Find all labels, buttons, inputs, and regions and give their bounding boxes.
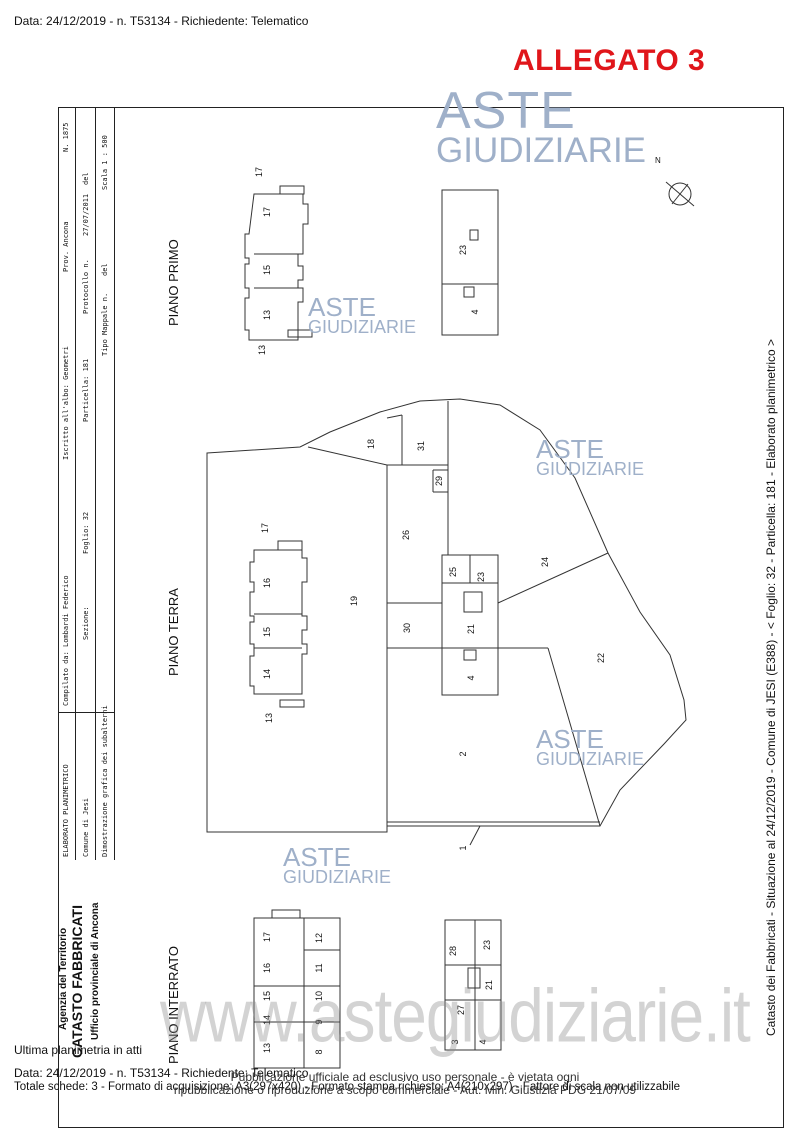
subalterno-label: 13 [257, 345, 267, 355]
subalterno-label: 13 [262, 310, 272, 320]
subalterno-label: 21 [466, 624, 476, 634]
subalterno-label: 13 [262, 1043, 272, 1053]
subalterno-label: 10 [314, 991, 324, 1001]
watermark-word2: GIUDIZIARIE [308, 317, 417, 338]
watermark-logo-top: ASTE GIUDIZIARIE [436, 82, 647, 170]
subalterno-label: 15 [262, 265, 272, 275]
subalterno-label: 4 [470, 309, 480, 314]
interrato-building-b [444, 919, 502, 1051]
subalterno-label: 3 [450, 1039, 460, 1044]
subalterno-label: 18 [366, 439, 376, 449]
primo-building-a [244, 185, 313, 341]
subalterno-label: 14 [262, 1015, 272, 1025]
header-request-line: Data: 24/12/2019 - n. T53134 - Richieden… [14, 14, 309, 28]
subalterno-label: 23 [458, 245, 468, 255]
watermark-word2: GIUDIZIARIE [283, 867, 392, 888]
watermark-word1: ASTE [536, 434, 604, 464]
watermark-word2: GIUDIZIARIE [536, 749, 645, 770]
interrato-building-a [253, 909, 341, 1069]
subalterno-label: 21 [484, 980, 494, 990]
footer-totale: Totale schede: 3 - Formato di acquisizio… [14, 1081, 681, 1093]
subalterno-label: 23 [482, 940, 492, 950]
primo-building-b [441, 189, 499, 336]
subalterno-label: 16 [262, 963, 272, 973]
subalterno-label: 17 [254, 167, 264, 177]
subalterno-label: 12 [314, 933, 324, 943]
subalterno-label: 22 [596, 653, 606, 663]
disclaimer-line2: ripubblicazione o riproduzione a scopo c… [173, 1083, 637, 1097]
subalterno-label: 27 [456, 1005, 466, 1015]
allegato-title: ALLEGATO 3 [513, 44, 706, 77]
subalterno-label: 14 [262, 669, 272, 679]
watermark-logo-4: ASTE GIUDIZIARIE [536, 724, 645, 770]
site-watermark: www.astegiudiziarie.it [160, 973, 751, 1059]
watermark-logo-2: ASTE GIUDIZIARIE [308, 292, 417, 338]
watermark-word2: GIUDIZIARIE [536, 459, 645, 480]
watermark-word1: ASTE [283, 842, 351, 872]
drawing-frame [58, 107, 784, 1128]
subalterno-label: 30 [402, 623, 412, 633]
watermark-logo-5: ASTE GIUDIZIARIE [283, 842, 392, 888]
subalterno-label: 15 [262, 627, 272, 637]
subalterno-label: 16 [262, 578, 272, 588]
subalterno-label: 25 [448, 567, 458, 577]
subalterno-label: 31 [416, 441, 426, 451]
subalterno-label: 8 [314, 1049, 324, 1054]
watermark-disclaimer: Pubblicazione ufficiale ad esclusivo uso… [150, 1071, 660, 1097]
subalterno-label: 17 [262, 207, 272, 217]
subalterno-label: 15 [262, 991, 272, 1001]
watermark-logo-3: ASTE GIUDIZIARIE [536, 434, 645, 480]
watermark-word1: ASTE [308, 292, 376, 322]
subalterno-label: 2 [458, 751, 468, 756]
subalterno-label: 13 [264, 713, 274, 723]
subalterno-label: 28 [448, 946, 458, 956]
subalterno-label: 24 [540, 557, 550, 567]
footer-data-line: Data: 24/12/2019 - n. T53134 - Richieden… [14, 1066, 309, 1080]
subalterno-label: 1 [458, 845, 468, 850]
title-block [58, 107, 115, 860]
subalterno-label: 17 [262, 932, 272, 942]
watermark-word2: GIUDIZIARIE [436, 130, 647, 170]
watermark-word1: ASTE [536, 724, 604, 754]
footer-ultima: Ultima planimetria in atti [14, 1043, 143, 1057]
subalterno-label: 17 [260, 523, 270, 533]
subalterno-label: 4 [466, 675, 476, 680]
watermark-word1: ASTE [436, 82, 576, 140]
disclaimer-line1: Pubblicazione ufficiale ad esclusivo uso… [230, 1070, 580, 1084]
subalterno-label: 9 [314, 1019, 324, 1024]
north-arrow-icon [665, 181, 695, 207]
north-label: N [655, 156, 661, 165]
subalterno-label: 29 [434, 476, 444, 486]
subalterno-label: 4 [478, 1039, 488, 1044]
subalterno-label: 11 [314, 963, 324, 972]
terra-central-block [441, 554, 499, 696]
subalterno-label: 23 [476, 572, 486, 582]
terra-building [249, 540, 308, 708]
subalterno-label: 19 [349, 596, 359, 606]
subalterno-label: 26 [401, 530, 411, 540]
